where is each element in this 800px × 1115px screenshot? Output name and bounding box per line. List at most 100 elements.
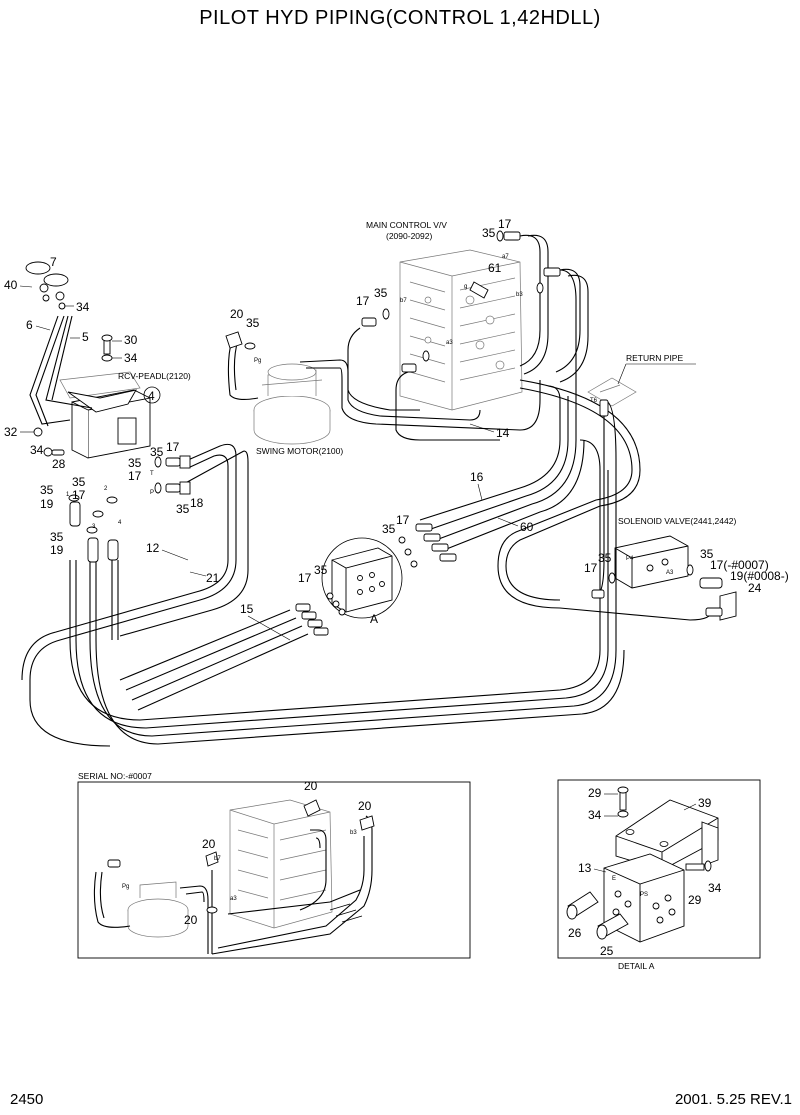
label-g: g: [464, 284, 467, 290]
label-c20: 20: [230, 307, 244, 321]
label-c17b: 17: [128, 469, 142, 483]
label-c35d: 35: [72, 475, 86, 489]
label-b7: b7: [400, 298, 407, 304]
label-pg: Pg: [254, 358, 261, 364]
label-p: P: [150, 490, 154, 496]
label-b3: b3: [516, 292, 523, 298]
label-ins20c: 20: [202, 837, 216, 851]
label-c17c: 17: [72, 488, 86, 502]
label-d29b: 29: [688, 893, 702, 907]
lever-5: [45, 315, 93, 409]
label-c60: 60: [520, 520, 534, 534]
rcv-pedal: [59, 371, 151, 459]
label-c34a: 34: [76, 300, 90, 314]
label-ins-b3: b3: [350, 830, 357, 836]
label-ins-a3: a3: [230, 896, 237, 902]
label-d34b: 34: [708, 881, 722, 895]
label-a3b: A3: [666, 570, 674, 576]
label-c61: 61: [488, 261, 502, 275]
lever-6: [29, 315, 71, 425]
lever-6b: [35, 315, 65, 427]
label-c32: 32: [4, 425, 18, 439]
serial-inset: [77, 781, 471, 959]
detail-a: [557, 779, 761, 959]
label-ins20b: 20: [358, 799, 372, 813]
label-c6: 6: [26, 318, 33, 332]
page-number: 2450: [10, 1091, 43, 1108]
label-a7: a7: [502, 254, 509, 260]
label-ins-pg: Pg: [122, 884, 129, 890]
manifold-block-a: [321, 537, 403, 619]
label-c17g: 17: [396, 513, 410, 527]
label-c35h: 35: [374, 286, 388, 300]
label-d13: 13: [578, 861, 592, 875]
label-c17a: 17: [166, 440, 180, 454]
label-d26: 26: [568, 926, 582, 940]
port-t6: T6: [590, 398, 598, 404]
label-c35f: 35: [314, 563, 328, 577]
label-c15: 15: [240, 602, 254, 616]
solenoid-valve: [614, 535, 689, 589]
label-c7: 7: [50, 255, 57, 269]
label-c35e: 35: [50, 530, 64, 544]
label-n1: 1: [66, 492, 70, 498]
main-control-range: (2090-2092): [386, 231, 432, 241]
label-c21: 21: [206, 571, 220, 585]
main-control-label: MAIN CONTROL V/V: [366, 220, 447, 230]
label-c19a: 19: [40, 497, 54, 511]
label-c35a: 35: [150, 445, 164, 459]
label-det-ps: PS: [640, 892, 648, 898]
label-d25: 25: [600, 944, 614, 958]
label-n4: 4: [118, 520, 122, 526]
label-ins20d: 20: [184, 913, 198, 927]
label-c17f: 17: [498, 217, 512, 231]
detail-a-label: DETAIL A: [618, 961, 655, 971]
label-c17d: 17: [298, 571, 312, 585]
label-c17e: 17: [356, 294, 370, 308]
label-c14: 14: [496, 426, 510, 440]
label-d29a: 29: [588, 786, 602, 800]
label-part19-serial: 19(#0008-): [730, 569, 789, 583]
label-c4: 4: [148, 389, 155, 403]
label-c35g: 35: [246, 316, 260, 330]
label-c34b: 34: [124, 351, 138, 365]
pedal-pad-right: [43, 273, 69, 287]
label-c17h: 17: [584, 561, 598, 575]
label-c35k: 35: [598, 551, 612, 565]
label-c35i: 35: [482, 226, 496, 240]
pipe-bundle: [21, 234, 713, 747]
label-c30: 30: [124, 333, 138, 347]
label-p4: P4: [626, 556, 634, 562]
label-part17-serial: 17(-#0007): [710, 558, 769, 572]
label-c24: 24: [748, 581, 762, 595]
label-det-e: E: [612, 876, 616, 882]
label-c35j: 35: [382, 522, 396, 536]
label-ins20a: 20: [304, 779, 318, 793]
label-c35l: 35: [700, 547, 714, 561]
serial-label: SERIAL NO:-#0007: [78, 771, 152, 781]
label-ins-b7: b7: [214, 856, 221, 862]
page-title: PILOT HYD PIPING(CONTROL 1,42HDLL): [199, 7, 601, 29]
label-c19b: 19: [50, 543, 64, 557]
revision-date: 2001. 5.25 REV.1: [675, 1091, 792, 1108]
label-d34a: 34: [588, 808, 602, 822]
label-c5: 5: [82, 330, 89, 344]
label-c40: 40: [4, 278, 18, 292]
label-c18: 18: [190, 496, 204, 510]
label-n3: 3: [92, 524, 96, 530]
label-t: T: [150, 471, 154, 477]
pedal-pad-left: [25, 261, 51, 275]
fittings: [43, 230, 737, 636]
label-c34c: 34: [30, 443, 44, 457]
label-c35b: 35: [128, 456, 142, 470]
label-c16: 16: [470, 470, 484, 484]
main-control-valve: [399, 249, 523, 411]
label-c12: 12: [146, 541, 160, 555]
swing-motor: [253, 363, 331, 445]
callouts: 7 40 34 6 5 30 34 4 32 34 28 35 17 35 17…: [4, 217, 789, 641]
return-pipe-label: RETURN PIPE: [626, 353, 683, 363]
detail-ref-a: A: [370, 612, 378, 626]
label-n2: 2: [104, 486, 108, 492]
swing-motor-label: SWING MOTOR(2100): [256, 446, 343, 456]
